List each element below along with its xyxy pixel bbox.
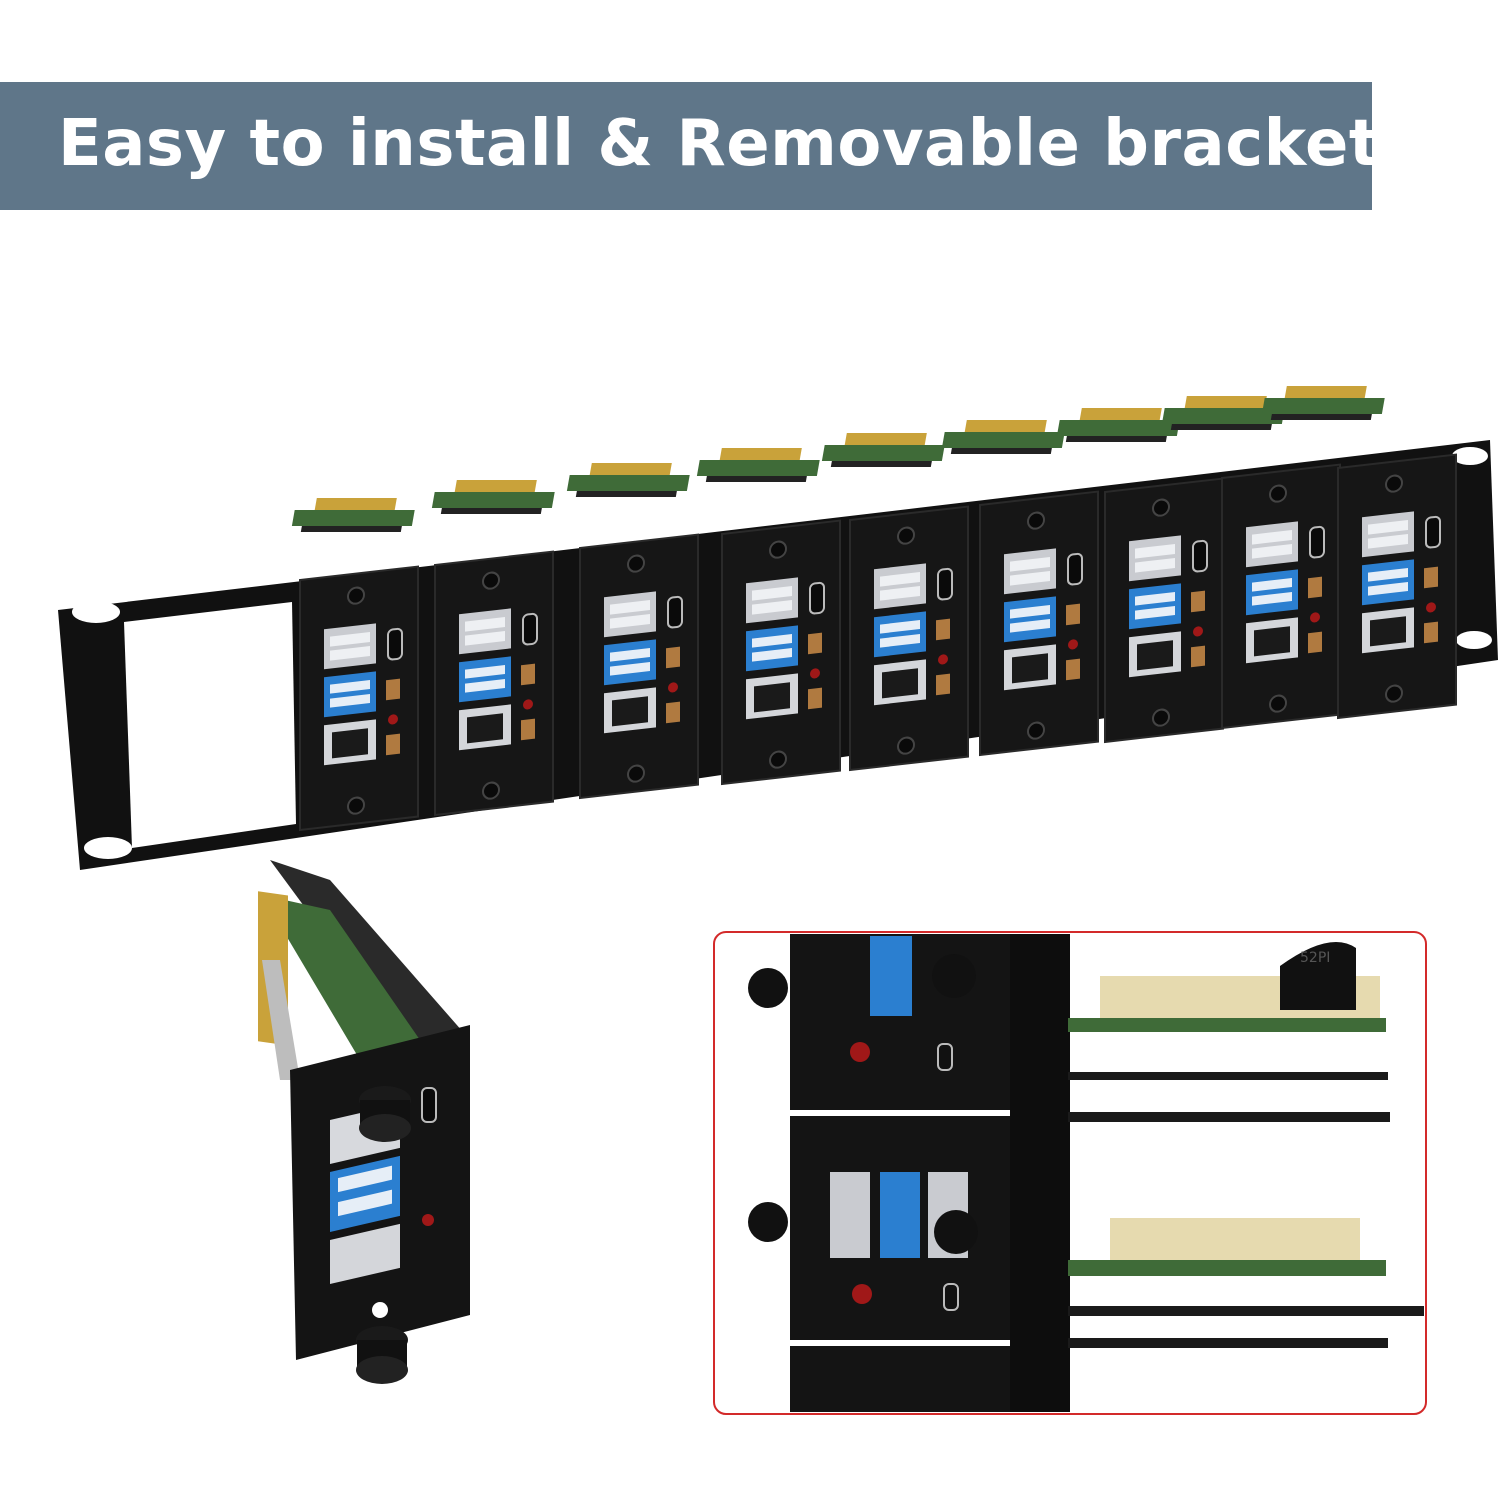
banner-title: Easy to install & Removable bracket <box>58 107 1380 181</box>
callout-logo: 52PI <box>1300 950 1330 966</box>
removable-bracket-module <box>258 860 470 1384</box>
title-banner: Easy to install & Removable bracket <box>0 82 1380 210</box>
closeup-callout <box>713 931 1427 1415</box>
thumb-screw-icon <box>934 1210 978 1254</box>
thumb-screw-icon <box>748 1202 788 1242</box>
thumb-screw-icon <box>356 1086 411 1384</box>
thumb-screw-icon <box>932 954 976 998</box>
rack-panel <box>58 386 1498 870</box>
thumb-screw-icon <box>748 968 788 1008</box>
